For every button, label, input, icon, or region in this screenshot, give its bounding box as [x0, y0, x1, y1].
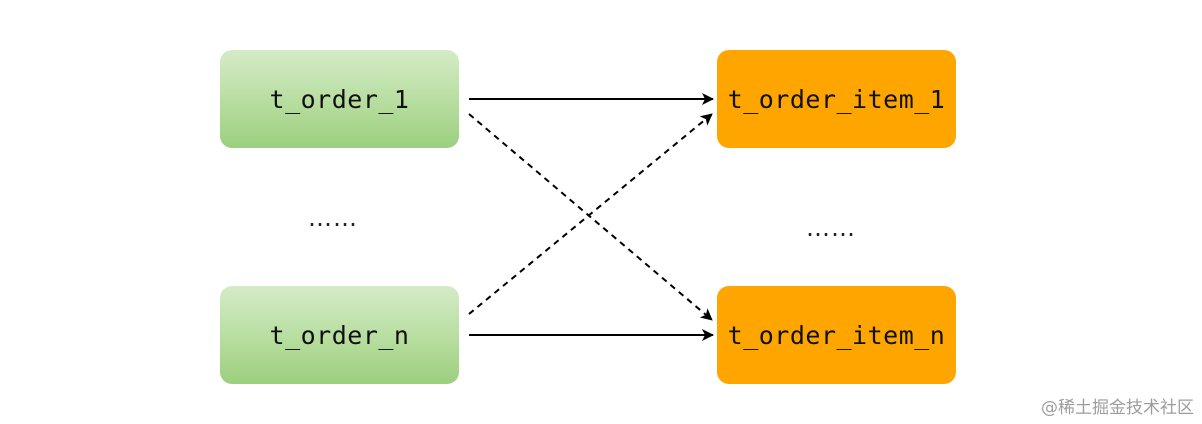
node-label: t_order_1: [269, 84, 410, 114]
watermark: @稀土掘金技术社区: [1041, 398, 1194, 418]
arrow-order-1-to-item-n: [468, 113, 713, 321]
node-t-order-item-1: t_order_item_1: [717, 50, 956, 148]
node-label: t_order_item_n: [727, 320, 946, 350]
node-t-order-n: t_order_n: [220, 286, 459, 384]
node-t-order-1: t_order_1: [220, 50, 459, 148]
node-t-order-item-n: t_order_item_n: [717, 286, 956, 384]
arrow-order-n-to-item-1: [468, 113, 713, 315]
ellipsis-right: ……: [806, 214, 856, 242]
node-label: t_order_n: [269, 320, 410, 350]
node-label: t_order_item_1: [727, 84, 946, 114]
ellipsis-left: ……: [308, 204, 358, 232]
